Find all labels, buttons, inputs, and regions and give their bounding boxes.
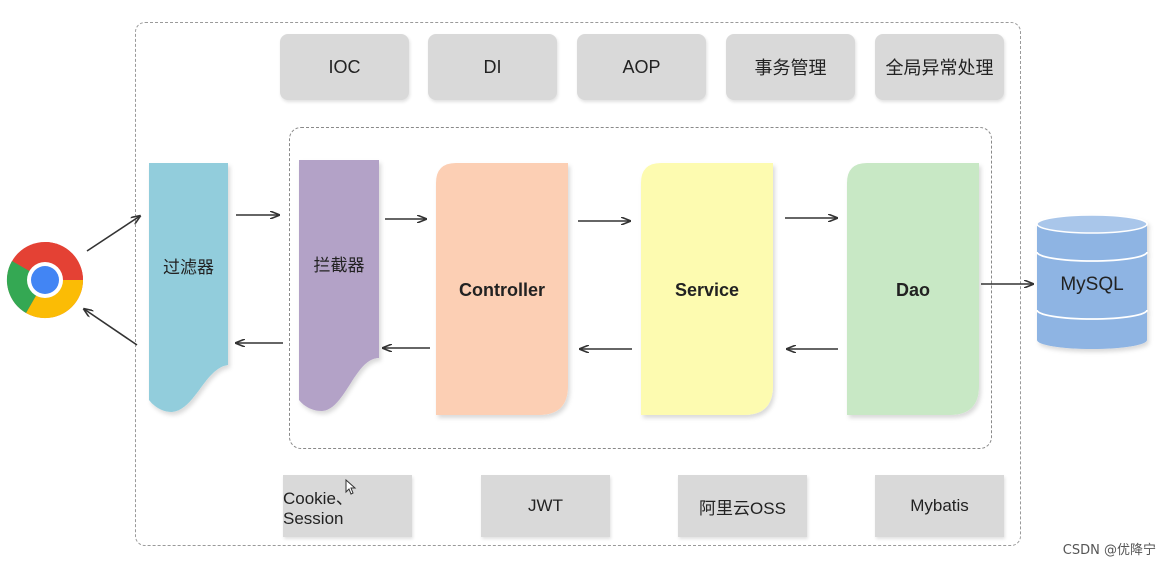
tool-mybatis: Mybatis	[875, 475, 1004, 537]
arrow-filter-to-browser	[84, 309, 138, 346]
arrow-browser-to-filter	[86, 216, 140, 252]
mysql-database-icon	[1036, 214, 1148, 349]
filter-shape	[149, 163, 228, 412]
watermark: CSDN @优降宁	[1062, 543, 1156, 558]
request-pipeline-frame	[289, 127, 992, 449]
service-shape	[641, 163, 773, 415]
dao-shape	[847, 163, 979, 415]
chrome-browser-icon	[6, 242, 84, 319]
feature-global-exception-handling: 全局异常处理	[875, 34, 1004, 100]
feature-ioc: IOC	[280, 34, 409, 100]
tool-jwt: JWT	[481, 475, 610, 537]
tool-aliyun-oss: 阿里云OSS	[678, 475, 807, 537]
interceptor-shape	[299, 160, 379, 411]
mouse-cursor-icon	[345, 478, 357, 495]
feature-aop: AOP	[577, 34, 706, 100]
feature-di: DI	[428, 34, 557, 100]
controller-shape	[436, 163, 568, 415]
feature-transaction-management: 事务管理	[726, 34, 855, 100]
